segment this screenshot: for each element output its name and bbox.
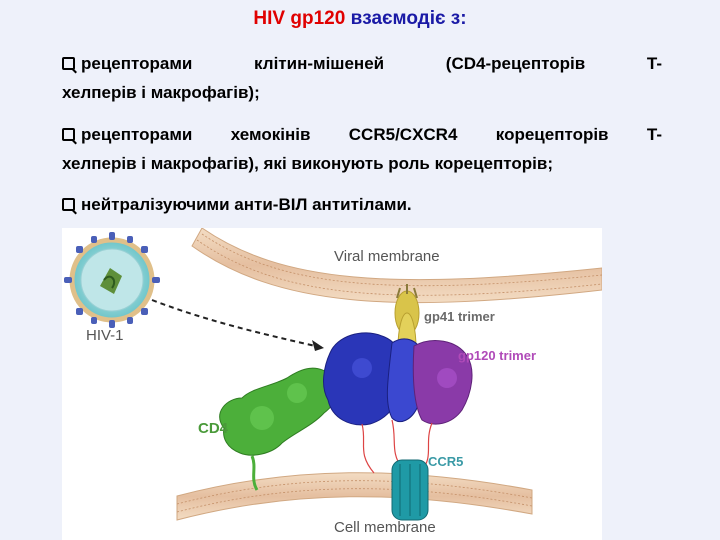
bullet-2-line1: рецепторами хемокінів CCR5/CXCR4 корецеп… [81, 125, 662, 144]
title-red: HIV gp120 [253, 8, 346, 29]
cell-membrane-label: Cell membrane [334, 519, 436, 536]
checkbox-bullet-icon [62, 57, 75, 70]
cell-membrane [176, 472, 533, 521]
cd4-receptor [219, 367, 339, 491]
bullet-3-line1: нейтралізуючими анти-ВІЛ антитілами. [81, 195, 412, 214]
viral-membrane [191, 228, 602, 304]
hiv-entry-diagram: Viral membrane Cell membrane [64, 228, 602, 536]
bullet-1-line2: хелперів і макрофагів); [62, 83, 260, 102]
hiv-label: HIV-1 [86, 327, 124, 344]
hiv-entry-figure: Viral membrane Cell membrane [62, 228, 602, 540]
zoom-arrow [151, 299, 325, 349]
gp41-label: gp41 trimer [424, 309, 495, 324]
bullet-3: нейтралізуючими анти-ВІЛ антитілами. [62, 190, 662, 219]
checkbox-bullet-icon [62, 128, 75, 141]
checkbox-bullet-icon [62, 198, 75, 211]
title-blue: взаємодіє з: [345, 8, 467, 29]
bullet-2-line2: хелперів і макрофагів), які виконують ро… [62, 154, 553, 173]
ccr5-receptor [391, 459, 429, 521]
gp120-label: gp120 trimer [458, 348, 536, 363]
ccr5-label: CCR5 [428, 454, 463, 469]
cd4-label: CD4 [198, 420, 229, 437]
page-title: HIV gp120 взаємодіє з: [0, 8, 720, 30]
hiv-virion-icon [64, 232, 160, 328]
gp120-trimer [323, 332, 473, 426]
bullet-2: рецепторами хемокінів CCR5/CXCR4 корецеп… [62, 120, 662, 178]
bullet-1: рецепторами клітин-мішеней (CD4-рецептор… [62, 49, 662, 107]
viral-membrane-label: Viral membrane [334, 248, 440, 265]
bullet-1-line1: рецепторами клітин-мішеней (CD4-рецептор… [81, 54, 662, 73]
